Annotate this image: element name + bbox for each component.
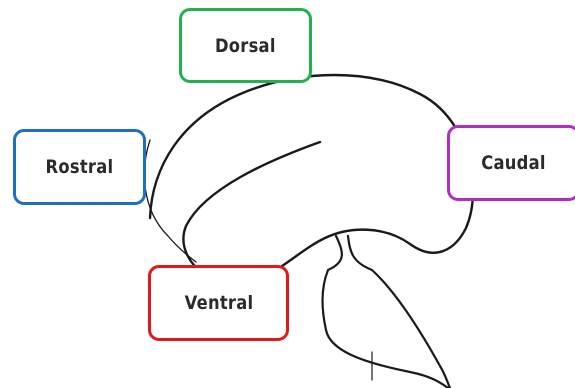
spinal-cord-stroke	[326, 330, 448, 388]
dorsal-label: Dorsal	[215, 35, 276, 57]
rostral-label-box: Rostral	[13, 129, 146, 205]
rostral-label: Rostral	[46, 156, 114, 178]
ventral-label-box: Ventral	[148, 265, 289, 341]
brainstem-right-edge	[348, 236, 450, 388]
dorsal-label-box: Dorsal	[179, 8, 312, 83]
ventral-label: Ventral	[184, 292, 253, 314]
caudal-label-box: Caudal	[447, 125, 575, 201]
brainstem-left-edge	[323, 236, 342, 330]
temporal-fold	[183, 142, 320, 276]
caudal-label: Caudal	[481, 152, 546, 174]
